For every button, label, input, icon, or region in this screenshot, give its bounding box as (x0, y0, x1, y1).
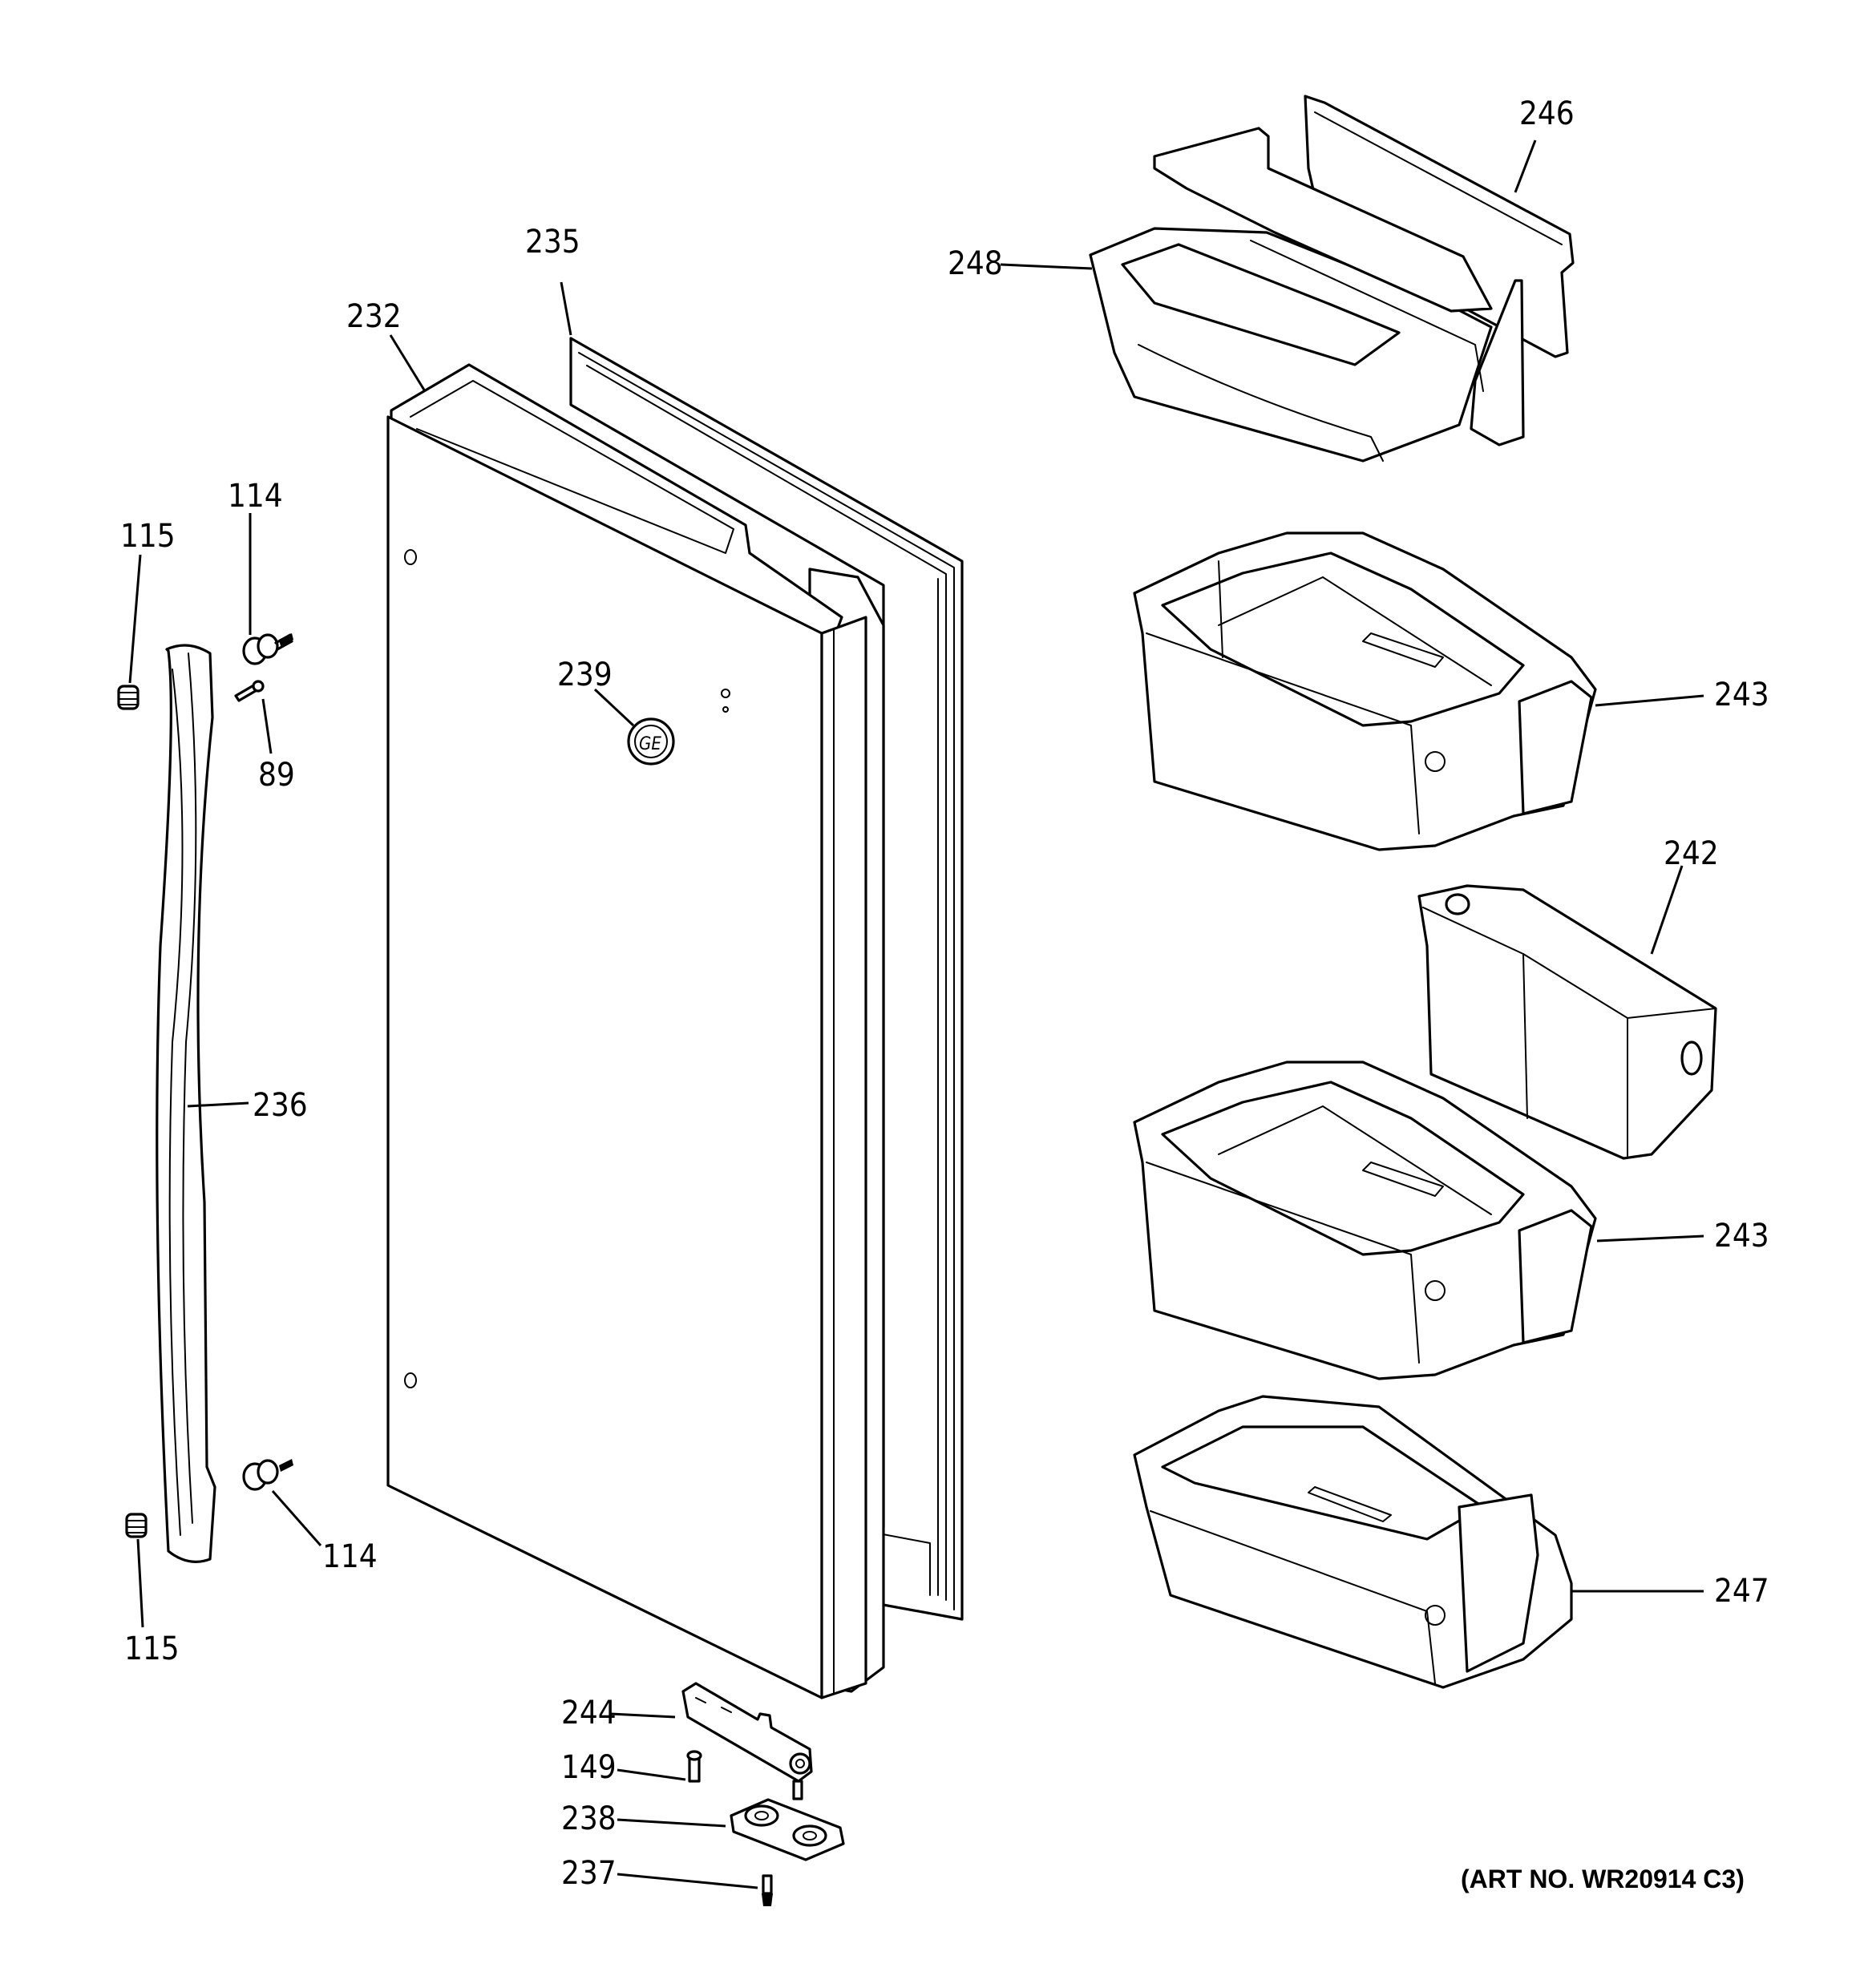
bin-242-drawing (1417, 884, 1717, 1160)
label-115-bottom: 115 (124, 1630, 180, 1667)
label-236: 236 (253, 1087, 308, 1124)
label-114-top: 114 (228, 478, 283, 515)
label-244: 244 (561, 1695, 617, 1731)
leader-lines (128, 139, 1704, 1889)
bin-248-drawing (1089, 95, 1575, 463)
hinge-parts-drawing (681, 1682, 845, 1906)
label-238: 238 (561, 1800, 617, 1837)
bin-243-lower-drawing (1133, 1061, 1597, 1380)
art-number: (ART NO. WR20914 C3) (1461, 1865, 1745, 1893)
handle-drawing (156, 644, 216, 1563)
label-115-top: 115 (120, 518, 176, 555)
label-248: 248 (948, 245, 1003, 282)
door-drawing: GE (386, 363, 885, 1699)
label-149: 149 (561, 1749, 617, 1786)
label-232: 232 (346, 298, 402, 335)
label-246: 246 (1519, 95, 1575, 132)
label-239: 239 (557, 657, 613, 693)
part-labels: 246 248 235 232 114 115 239 89 243 242 2… (120, 95, 1769, 1892)
svg-text:GE: GE (639, 734, 661, 754)
bin-247-drawing (1133, 1395, 1573, 1689)
label-242: 242 (1664, 835, 1719, 872)
label-247: 247 (1714, 1573, 1769, 1610)
label-114-bottom: 114 (322, 1538, 378, 1575)
label-235: 235 (525, 224, 580, 261)
label-243-upper: 243 (1714, 677, 1769, 713)
label-243-lower: 243 (1714, 1218, 1769, 1255)
bin-243-upper-drawing (1133, 531, 1597, 851)
label-237: 237 (561, 1855, 617, 1892)
label-89: 89 (258, 757, 295, 794)
fasteners-drawing (117, 633, 293, 1538)
